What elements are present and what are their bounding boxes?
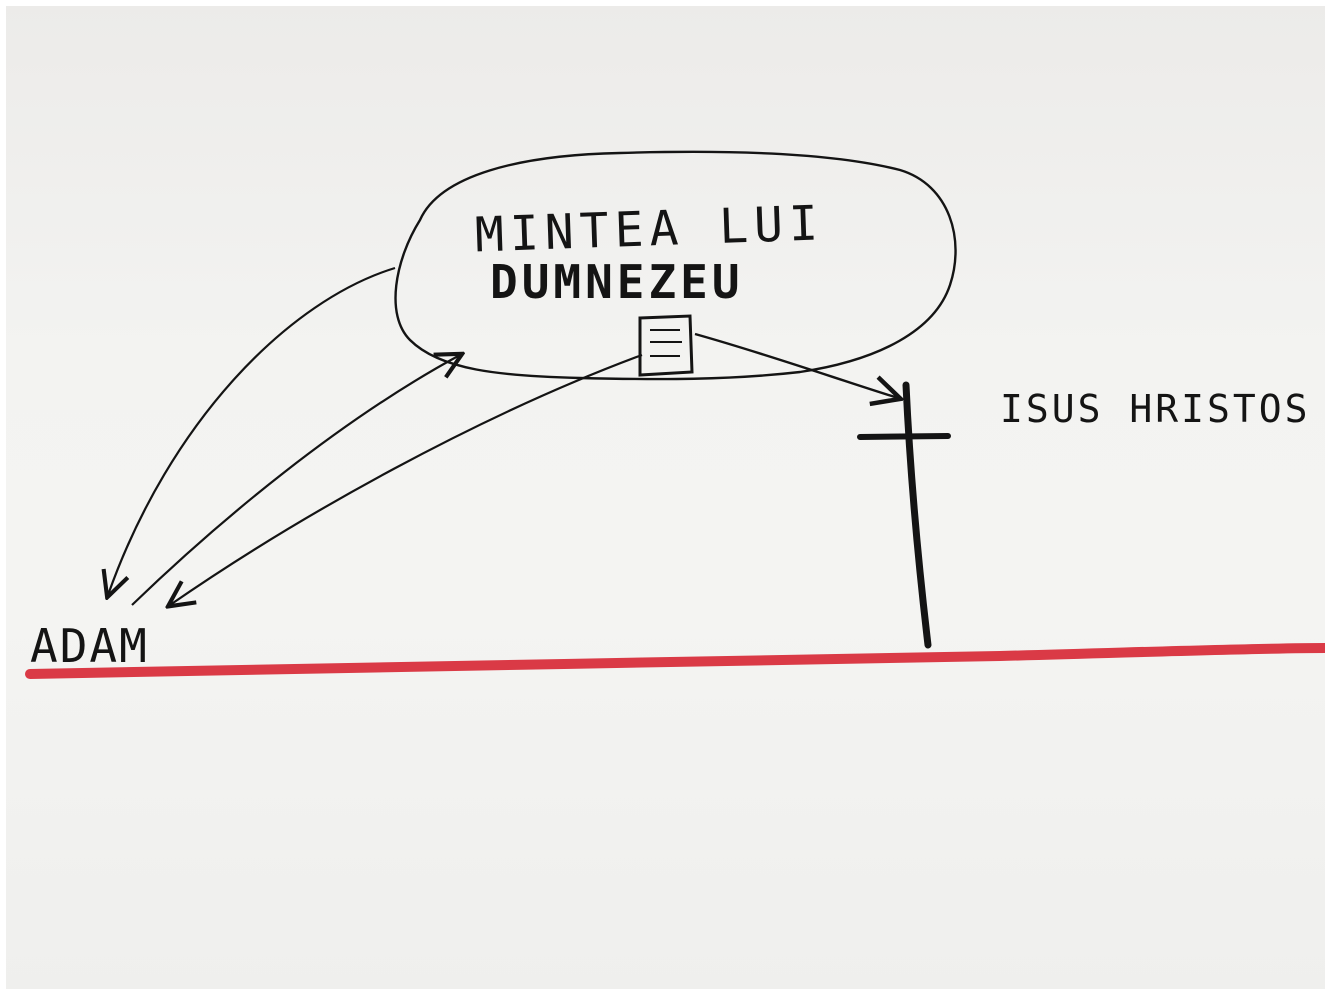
jesus-label: ISUS HRISTOS [1000,387,1311,431]
mind-label-line1: MINTEA LUI [474,195,825,263]
cross-icon [860,385,948,645]
adam-label: ADAM [30,619,149,673]
arrow-cloud-to-adam-outer [108,268,395,595]
arrow-adam-to-cloud [132,355,460,605]
book-icon [640,316,692,375]
mind-label-line2: DUMNEZEU [490,255,744,309]
arrow-book-to-adam [170,355,642,605]
red-line [30,648,1325,674]
arrow-book-to-jesus [695,334,898,398]
